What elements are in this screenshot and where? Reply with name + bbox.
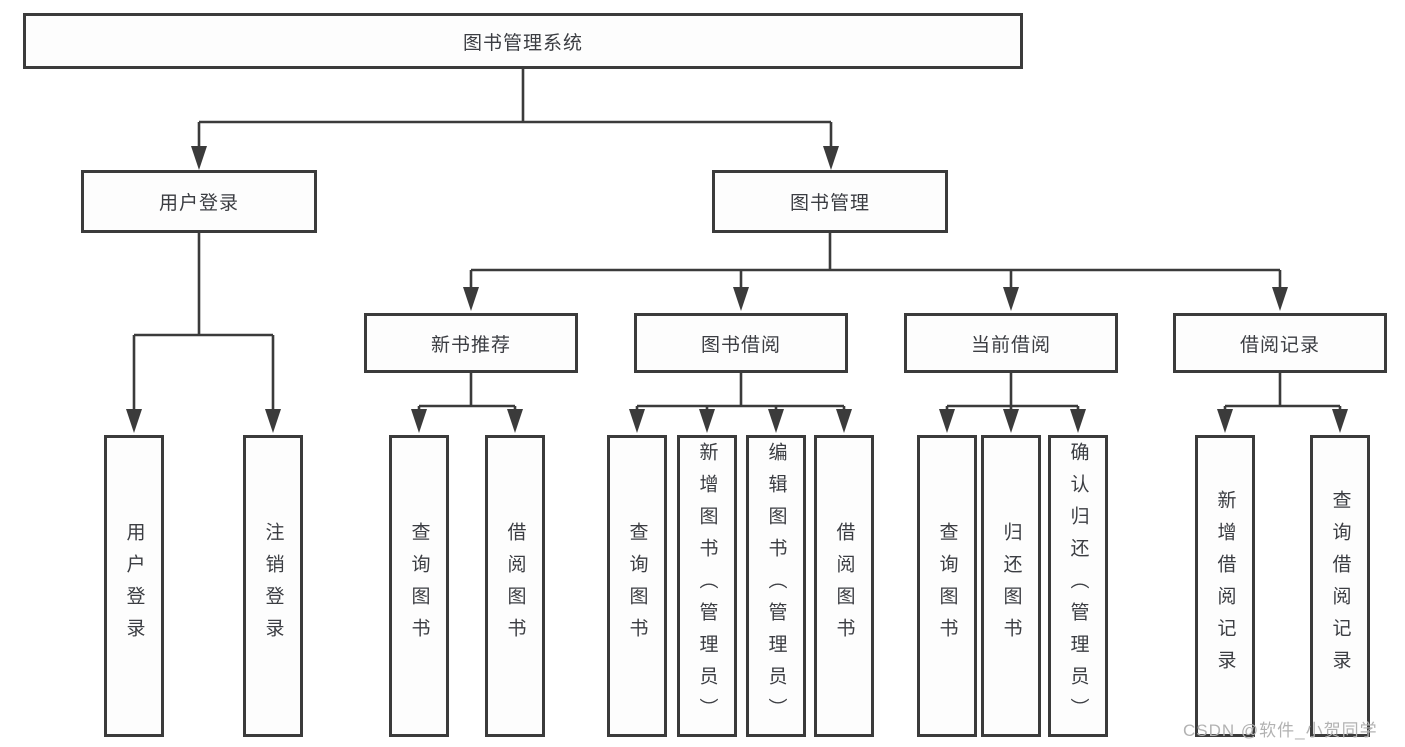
arrow-icon (699, 409, 715, 433)
arrow-icon (1003, 287, 1019, 311)
leaf-user-login: 用户登录 (104, 435, 164, 737)
leaf-query-books-borrow: 查询图书 (607, 435, 667, 737)
arrow-icon (629, 409, 645, 433)
leaf-borrow-books: 借阅图书 (814, 435, 874, 737)
leaf-confirm-return-admin: 确认归还（管理员） (1048, 435, 1108, 737)
edge-root-split (197, 69, 833, 150)
edge-newbook-split (417, 373, 517, 412)
arrow-icon (768, 409, 784, 433)
arrow-icon (126, 409, 142, 433)
node-new-book-recommend: 新书推荐 (364, 313, 578, 373)
node-root-system: 图书管理系统 (23, 13, 1023, 69)
node-current-borrow: 当前借阅 (904, 313, 1118, 373)
edge-currentborrow-split (945, 373, 1080, 412)
node-borrow-record: 借阅记录 (1173, 313, 1387, 373)
csdn-watermark: CSDN @软件_小贺同学 (1183, 721, 1378, 740)
leaf-add-borrow-record: 新增借阅记录 (1195, 435, 1255, 737)
leaf-logout: 注销登录 (243, 435, 303, 737)
edge-userlogin-split (132, 233, 275, 412)
edge-bookmgmt-split (469, 233, 1282, 290)
edge-borrowrecord-split (1223, 373, 1342, 412)
arrow-icon (191, 146, 207, 170)
arrow-icon (507, 409, 523, 433)
node-book-borrow: 图书借阅 (634, 313, 848, 373)
arrow-icon (1003, 409, 1019, 433)
leaf-borrow-books-recommend: 借阅图书 (485, 435, 545, 737)
arrow-icon (1070, 409, 1086, 433)
node-book-management: 图书管理 (712, 170, 948, 233)
leaf-add-books-admin: 新增图书（管理员） (677, 435, 737, 737)
leaf-query-books-current: 查询图书 (917, 435, 977, 737)
arrow-icon (939, 409, 955, 433)
leaf-query-borrow-record: 查询借阅记录 (1310, 435, 1370, 737)
arrow-icon (733, 287, 749, 311)
arrow-icon (265, 409, 281, 433)
arrow-icon (1272, 287, 1288, 311)
edge-bookborrow-split (635, 373, 846, 412)
node-user-login: 用户登录 (81, 170, 317, 233)
arrow-icon (463, 287, 479, 311)
arrow-icon (823, 146, 839, 170)
arrow-icon (1332, 409, 1348, 433)
arrow-icon (411, 409, 427, 433)
arrow-icon (1217, 409, 1233, 433)
arrow-icon (836, 409, 852, 433)
leaf-query-books-recommend: 查询图书 (389, 435, 449, 737)
leaf-return-books: 归还图书 (981, 435, 1041, 737)
leaf-edit-books-admin: 编辑图书（管理员） (746, 435, 806, 737)
